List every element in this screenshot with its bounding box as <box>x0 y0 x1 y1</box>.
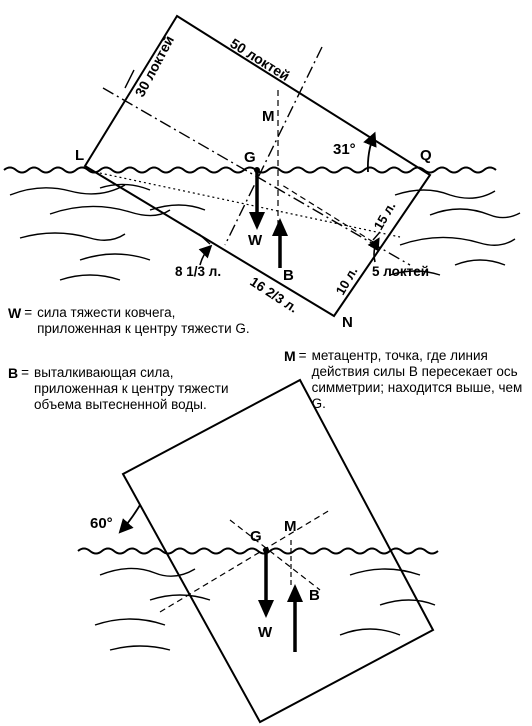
top-label-5-cubits: 5 локтей <box>372 264 429 279</box>
bottom-diagram: 60° G M W B <box>77 378 439 724</box>
top-water-line <box>3 166 497 174</box>
top-symmetry-axis <box>224 46 323 246</box>
legend-m-equals: = <box>298 348 307 363</box>
bottom-water-line <box>77 547 439 555</box>
top-label-W: W <box>248 232 263 249</box>
legend-w-equals: = <box>24 305 33 320</box>
top-inner-line-1 <box>283 185 377 245</box>
top-label-50-cubits: 50 локтей <box>227 35 292 84</box>
bottom-label-W: W <box>258 624 273 641</box>
top-label-G: G <box>244 149 256 166</box>
top-g-point <box>254 167 260 173</box>
bottom-buoyancy-arrowhead <box>287 584 303 602</box>
top-label-angle: 31° <box>333 141 356 158</box>
legend-w: W = сила тяжести ковчега, приложенная к … <box>8 305 258 337</box>
top-diagram: 30 локтей 50 локтей L G M Q 31° 15 л. W … <box>3 14 521 331</box>
legend-w-text: сила тяжести ковчега, приложенная к цент… <box>37 305 250 336</box>
bottom-label-M: M <box>284 518 297 535</box>
top-label-B: B <box>283 267 294 284</box>
legend-m-key: M <box>284 348 296 364</box>
legend-m: M = метацентр, точка, где линия действия… <box>284 348 524 412</box>
legend-m-text: метацентр, точка, где линия действия сил… <box>311 348 523 411</box>
top-angle-arc <box>363 131 377 173</box>
top-label-30-cubits: 30 локтей <box>132 33 178 100</box>
top-five-cubits-arrow <box>367 237 380 263</box>
bottom-g-point <box>263 547 269 553</box>
legend-b-equals: = <box>21 365 30 380</box>
legend-w-key: W <box>8 305 22 321</box>
top-label-8-1-3: 8 1/3 л. <box>175 264 221 279</box>
top-label-N: N <box>342 314 353 331</box>
top-label-L: L <box>75 147 84 164</box>
bottom-angle-arc <box>118 504 141 534</box>
bottom-label-G: G <box>250 528 262 545</box>
legend-b-text: выталкивающая сила, приложенная к центру… <box>34 365 229 412</box>
top-displacement-line <box>94 171 401 238</box>
top-eight-third-arrow <box>198 244 213 266</box>
top-dim-8-tick <box>198 233 211 245</box>
top-dim-5-tick <box>372 231 381 241</box>
top-wave-swirls <box>9 183 521 281</box>
bottom-label-B: B <box>309 587 320 604</box>
bottom-label-angle: 60° <box>90 515 113 532</box>
bottom-axis-2 <box>159 509 331 613</box>
legend-b: B = выталкивающая сила, приложенная к це… <box>8 365 258 413</box>
bottom-hull-outline <box>121 378 435 724</box>
legend-b-key: B <box>8 365 19 381</box>
top-buoyancy-arrowhead <box>272 218 288 236</box>
top-label-M: M <box>262 108 275 125</box>
top-label-10: 10 л. <box>333 264 361 297</box>
bottom-wave-swirls <box>94 567 436 651</box>
bottom-weight-arrowhead <box>258 600 274 618</box>
bottom-axis-1 <box>229 519 321 591</box>
top-hull-outline <box>83 14 432 318</box>
top-dim-30-tick <box>124 69 135 89</box>
top-weight-arrowhead <box>249 212 265 230</box>
top-label-Q: Q <box>420 147 432 164</box>
